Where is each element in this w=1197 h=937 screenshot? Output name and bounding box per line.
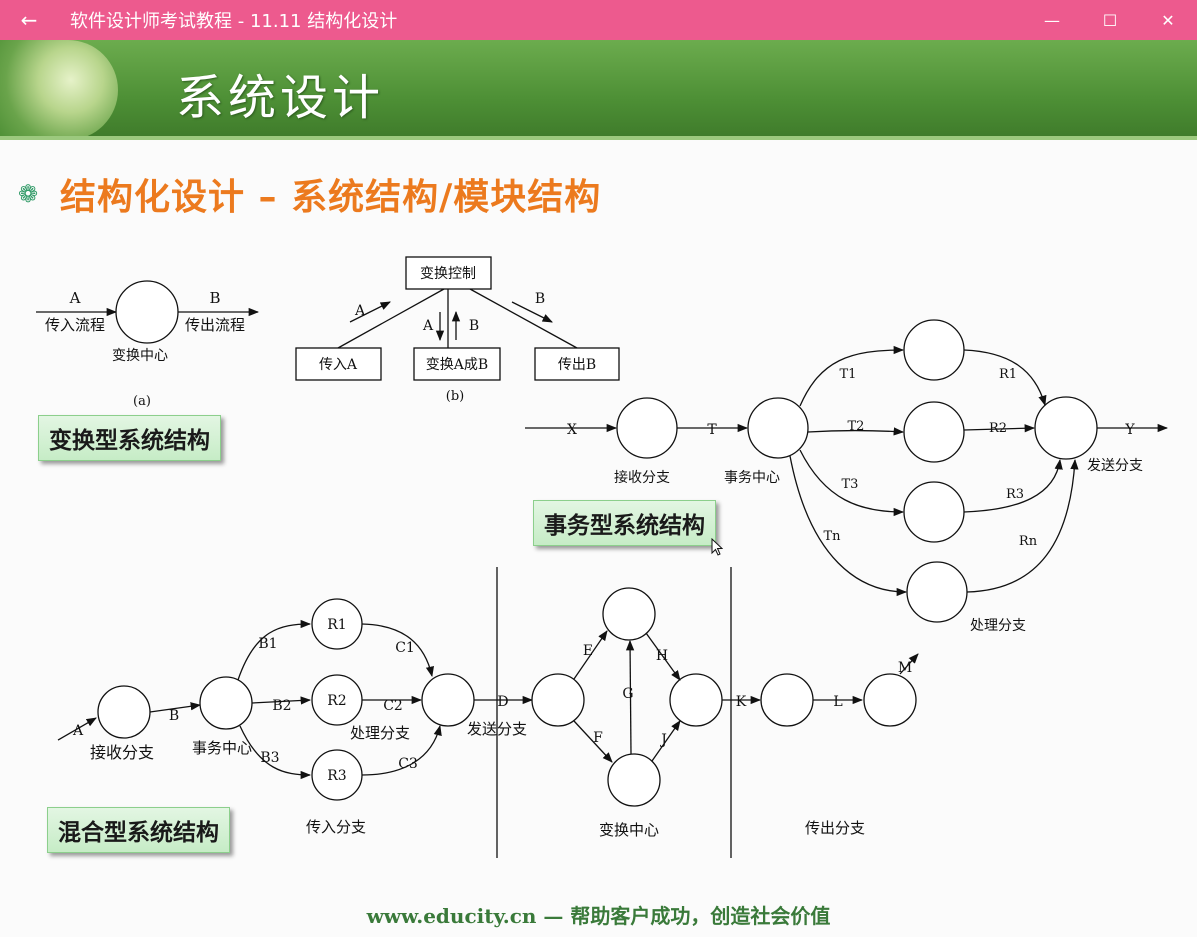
caption-b: (b) (446, 389, 464, 404)
label-mixed-center: 事务中心 (192, 739, 252, 757)
label-t3: T3 (842, 477, 859, 492)
label-r1: R1 (999, 367, 1017, 382)
diagram-transaction (525, 319, 1169, 623)
minimize-icon[interactable]: — (1044, 10, 1060, 30)
label-mixed-c1: C1 (395, 640, 415, 656)
box-transform-a-to-b: 变换A成B (426, 356, 488, 373)
label-mixed-transform-center: 变换中心 (599, 821, 659, 839)
label-a-out-flow: 传出流程 (185, 316, 245, 334)
label-mixed-c2: C2 (383, 698, 403, 714)
label-transaction-process: 处理分支 (970, 618, 1026, 634)
label-mixed-b1: B1 (258, 636, 277, 652)
label-b-a2: A (422, 318, 434, 334)
box-output-b: 传出B (558, 357, 596, 373)
label-transaction-t: T (707, 422, 717, 438)
label-mixed-r2: R2 (327, 693, 346, 709)
label-mixed-send: 发送分支 (467, 720, 527, 738)
window-title: 软件设计师考试教程 - 11.11 结构化设计 (70, 11, 398, 32)
label-mixed-e: E (583, 643, 593, 659)
back-arrow-icon[interactable]: ← (20, 8, 38, 32)
diagram-transform-b (295, 256, 620, 381)
label-mixed-r3: R3 (327, 768, 346, 784)
label-mixed-c3: C3 (398, 756, 418, 772)
label-t1: T1 (840, 367, 857, 382)
mouse-cursor-icon (711, 538, 723, 556)
label-mixed-k: K (736, 694, 747, 710)
slide-footer: www.educity.cn — 帮助客户成功，创造社会价值 (366, 904, 831, 928)
label-mixed-l: L (833, 694, 842, 710)
label-transaction-y: Y (1124, 422, 1135, 438)
label-mixed-b: B (169, 708, 179, 724)
label-mixed-g: G (622, 686, 633, 702)
close-icon[interactable]: ✕ (1161, 10, 1175, 30)
label-transaction-structure: 事务型系统结构 (533, 500, 716, 546)
diagram-transform-a (36, 280, 260, 344)
label-transaction-send: 发送分支 (1087, 458, 1143, 474)
banner-stripe (0, 136, 1197, 140)
label-mixed-in-branch: 传入分支 (306, 818, 366, 836)
label-a-center: 变换中心 (112, 347, 168, 364)
label-mixed-m: M (898, 660, 912, 676)
caption-a: (a) (133, 394, 151, 409)
label-r3: R3 (1006, 487, 1024, 502)
label-transform-structure: 变换型系统结构 (38, 415, 221, 461)
label-rn: Rn (1019, 534, 1038, 549)
label-mixed-h: H (656, 648, 668, 664)
label-tn: Tn (823, 529, 841, 544)
seedling-hand-image (0, 40, 118, 140)
label-mixed-r1: R1 (327, 617, 346, 633)
label-mixed-b3: B3 (260, 750, 279, 766)
slide-banner: 系统设计 (0, 40, 1197, 140)
label-mixed-process: 处理分支 (350, 724, 410, 742)
label-a-in-flow: 传入流程 (45, 316, 105, 334)
box-input-a: 传入A (319, 357, 358, 373)
label-transaction-x: X (567, 422, 577, 438)
label-b-a1: A (354, 303, 366, 319)
label-transaction-receive: 接收分支 (614, 469, 670, 486)
slide-heading: 结构化设计 – 系统结构/模块结构 (60, 177, 602, 218)
label-mixed-f: F (593, 730, 603, 746)
label-transaction-center: 事务中心 (724, 470, 780, 486)
label-mixed-structure: 混合型系统结构 (47, 807, 230, 853)
diagram-canvas: A 传入流程 B 传出流程 变换中心 (a) 变换控制 传入A 变换A成B 传出… (36, 256, 1169, 858)
heading-row: ❁ 结构化设计 – 系统结构/模块结构 (14, 168, 601, 220)
label-mixed-receive: 接收分支 (90, 743, 154, 762)
label-a-in-arrow: A (69, 289, 81, 307)
label-a-out-arrow: B (209, 289, 220, 307)
slide: 系统设计 ❁ 结构化设计 – 系统结构/模块结构 A 传入流程 B 传出流程 变… (0, 40, 1197, 937)
label-t2: T2 (848, 419, 865, 434)
diagram-mixed (57, 567, 919, 858)
label-b-b1: B (535, 291, 545, 307)
label-r2: R2 (989, 421, 1007, 436)
maximize-icon[interactable]: ☐ (1102, 10, 1118, 30)
label-mixed-d: D (497, 694, 508, 710)
label-mixed-b2: B2 (272, 698, 291, 714)
label-mixed-j: J (659, 732, 667, 748)
label-mixed-out-branch: 传出分支 (805, 819, 865, 837)
label-mixed-a: A (72, 723, 84, 739)
flower-bullet-icon: ❁ (17, 180, 39, 208)
title-bar: ← 软件设计师考试教程 - 11.11 结构化设计 — ☐ ✕ (0, 0, 1197, 40)
label-b-b2: B (469, 318, 479, 334)
banner-title: 系统设计 (176, 70, 385, 126)
box-transform-control: 变换控制 (420, 265, 476, 282)
